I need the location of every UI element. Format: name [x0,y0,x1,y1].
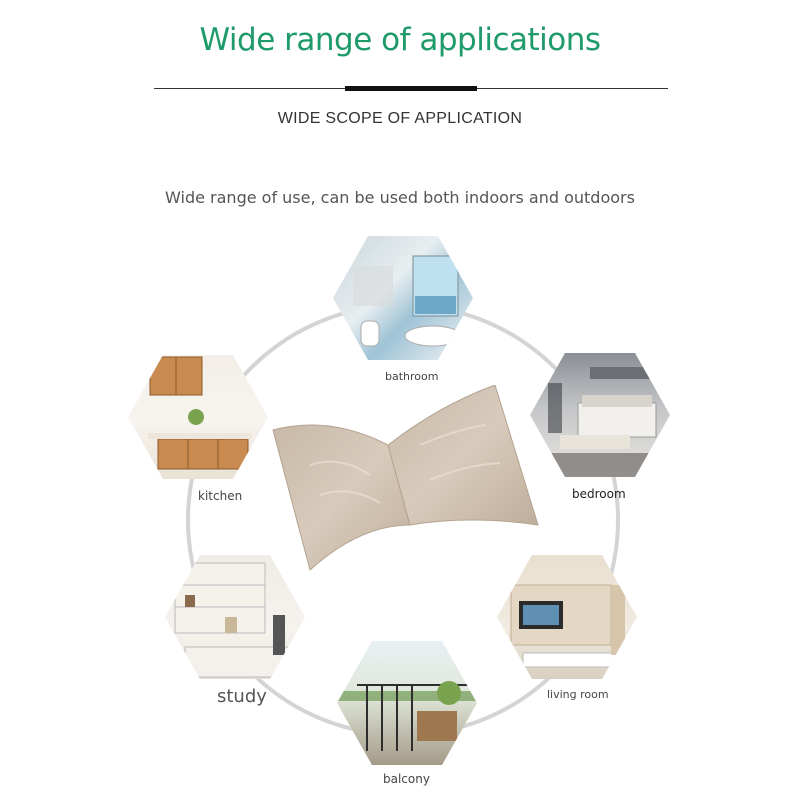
balcony-illustration [337,681,477,751]
kitchen-label: kitchen [198,489,243,503]
living-room-illustration [510,584,625,668]
bathroom-label: bathroom [385,370,439,383]
living-room-label: living room [547,688,609,701]
balcony-label: balcony [383,772,430,786]
bedroom-label: bedroom [572,487,626,501]
balcony-image [337,641,477,765]
description-text: Wide range of use, can be used both indo… [165,188,635,207]
page-subtitle: WIDE SCOPE OF APPLICATION [277,110,523,127]
bathroom-image [333,236,473,360]
kitchen-illustration [148,356,252,470]
bathroom-illustration [353,255,462,347]
divider-accent [345,86,477,91]
study-label: study [217,686,267,707]
product-sheet-image [272,385,539,571]
page-title: Wide range of applications [199,22,601,58]
